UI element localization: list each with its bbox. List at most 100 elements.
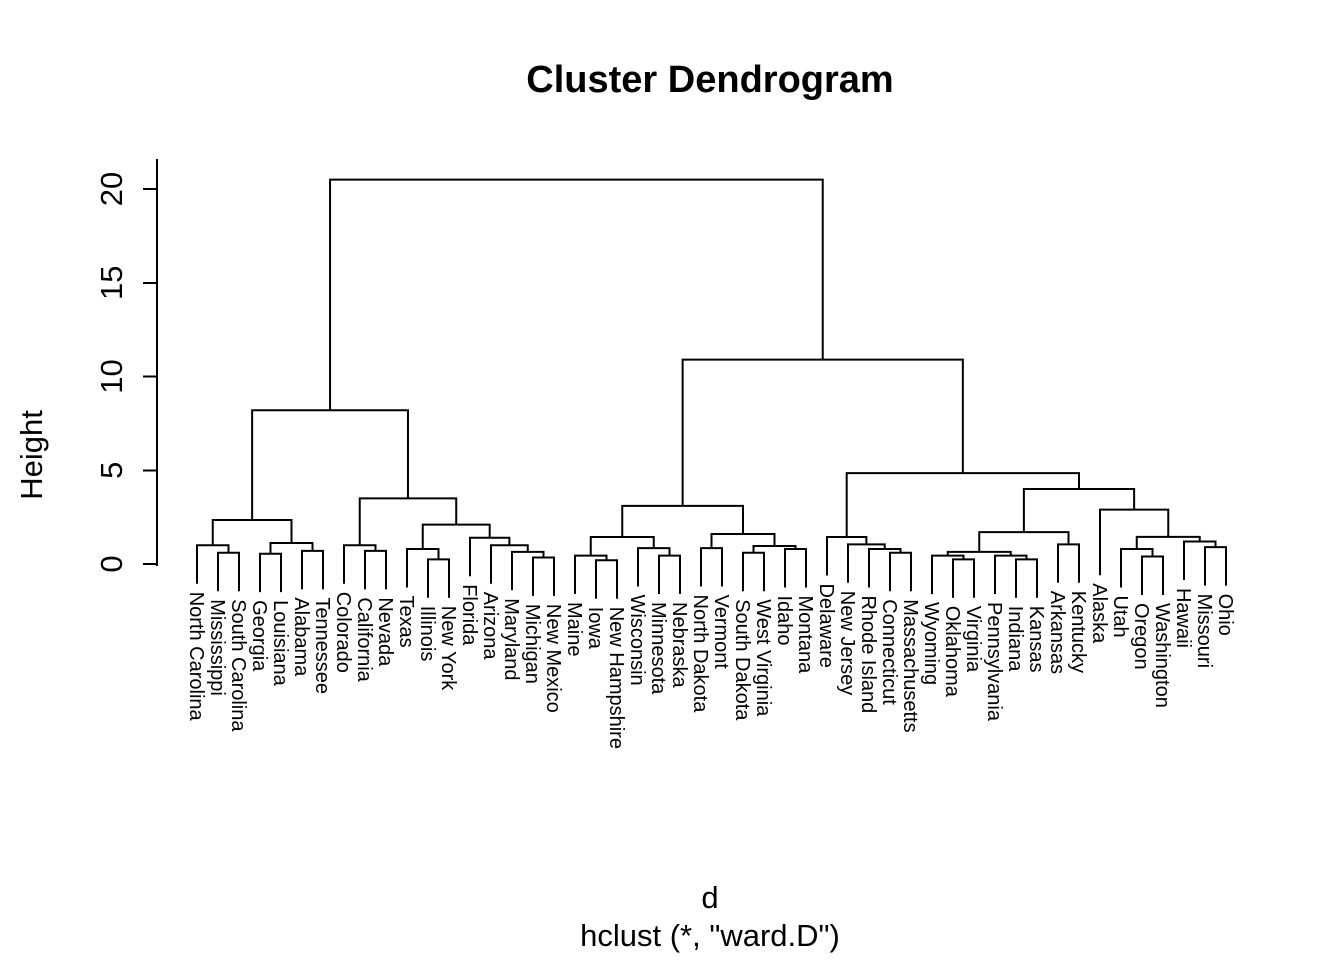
- dendrogram-branch: [889, 551, 912, 592]
- leaf-label: Wisconsin: [626, 595, 648, 686]
- dendrogram-branch: [358, 497, 458, 546]
- leaf-label: Massachusetts: [899, 599, 921, 732]
- dendrogram-branch: [1204, 546, 1227, 586]
- leaf-label: Connecticut: [878, 599, 900, 705]
- leaf-label: Washington: [1151, 603, 1173, 708]
- leaf-label: California: [353, 597, 375, 682]
- chart-title: Cluster Dendrogram: [526, 59, 893, 101]
- leaf-label: Arizona: [479, 592, 501, 661]
- leaf-label: South Carolina: [227, 599, 249, 732]
- leaf-label: New Mexico: [542, 604, 564, 713]
- dendrogram-branch: [589, 536, 655, 556]
- dendrogram-branch: [427, 558, 450, 598]
- dendrogram-branch: [364, 549, 387, 590]
- leaf-label: Montana: [794, 595, 816, 674]
- dendrogram-branch: [269, 542, 314, 554]
- dendrogram-branch: [469, 536, 511, 577]
- dendrogram-branch: [952, 558, 975, 598]
- leaf-label: Maryland: [500, 598, 522, 680]
- leaf-label: Iowa: [584, 607, 606, 650]
- dendrogram-branch: [681, 358, 964, 506]
- x-axis-caption-d: d: [701, 880, 718, 915]
- leaf-label: Kansas: [1025, 606, 1047, 673]
- dendrogram-branch: [511, 550, 545, 591]
- leaf-label: Kentucky: [1067, 591, 1089, 673]
- leaf-label: Florida: [458, 584, 480, 646]
- dendrogram-branch: [259, 552, 282, 593]
- leaf-label: Louisiana: [269, 600, 291, 687]
- leaf-label: Tennessee: [311, 597, 333, 694]
- dendrogram-branch: [217, 551, 240, 592]
- dendrogram-branch: [1099, 508, 1170, 576]
- leaf-label: North Dakota: [689, 595, 711, 714]
- leaf-label: Utah: [1109, 595, 1131, 637]
- dendrogram-branch: [196, 544, 230, 584]
- leaf-label: Wyoming: [920, 602, 942, 685]
- y-tick-label: 15: [94, 266, 129, 300]
- leaf-label: West Virginia: [752, 599, 774, 717]
- leaf-label: Hawaii: [1172, 588, 1194, 648]
- leaf-label: Oregon: [1130, 603, 1152, 670]
- leaf-label: New Hampshire: [605, 607, 627, 749]
- leaf-label: Oklahoma: [941, 606, 963, 698]
- leaf-label: New Jersey: [836, 591, 858, 695]
- dendrogram-branch: [595, 559, 618, 599]
- dendrogram-branch: [1057, 543, 1080, 583]
- leaf-label: Rhode Island: [857, 595, 879, 713]
- dendrogram-branch: [251, 409, 409, 520]
- leaf-label: Colorado: [332, 592, 354, 673]
- leaf-label: Missouri: [1193, 594, 1215, 668]
- leaf-label: Georgia: [248, 600, 270, 672]
- leaf-label: Alaska: [1088, 583, 1110, 644]
- leaf-label: Indiana: [1004, 606, 1026, 672]
- y-tick-label: 0: [94, 555, 129, 572]
- dendrogram-branch: [211, 518, 293, 546]
- leaf-label: Vermont: [710, 595, 732, 670]
- leaf-label: Mississippi: [206, 599, 228, 696]
- dendrogram-branch: [847, 543, 886, 583]
- dendrogram-branch: [946, 550, 1012, 556]
- dendrogram-branch: [868, 548, 902, 588]
- y-tick-label: 10: [94, 359, 129, 393]
- dendrogram-branch: [1015, 558, 1038, 598]
- dendrogram-branch: [532, 556, 555, 596]
- leaf-label: New York: [437, 606, 459, 691]
- y-axis-title: Height: [14, 410, 49, 500]
- dendrogram-branch: [406, 548, 440, 588]
- dendrogram-branch: [1135, 535, 1201, 549]
- dendrogram-branch: [931, 554, 965, 594]
- dendrogram-branch: [1141, 555, 1164, 595]
- leaf-label: South Dakota: [731, 599, 753, 721]
- leaf-label: Alabama: [290, 597, 312, 677]
- dendrogram-branch: [1120, 548, 1154, 588]
- leaf-label: Maine: [563, 602, 585, 656]
- leaf-label: Texas: [395, 595, 417, 647]
- dendrogram-branch: [329, 178, 824, 411]
- leaf-label: Nebraska: [668, 602, 690, 688]
- leaf-label: Arkansas: [1046, 591, 1068, 674]
- dendrogram-branch: [658, 554, 681, 594]
- leaf-label: Idaho: [773, 595, 795, 645]
- x-axis-caption-method: hclust (*, "ward.D"): [580, 918, 840, 953]
- dendrogram-branch: [742, 551, 765, 592]
- dendrogram-branch: [784, 548, 807, 588]
- dendrogram-branch: [845, 472, 1080, 537]
- dendrogram-branch: [700, 547, 723, 587]
- y-tick-label: 5: [94, 462, 129, 479]
- leaf-label: North Carolina: [185, 592, 207, 722]
- leaf-label: Ohio: [1214, 594, 1236, 636]
- leaf-label: Nevada: [374, 597, 396, 667]
- leaf-label: Virginia: [962, 606, 984, 673]
- dendrogram-branch: [994, 554, 1028, 594]
- dendrogram-branch: [574, 554, 608, 594]
- y-tick-label: 20: [94, 172, 129, 206]
- dendrogram-branch: [637, 547, 671, 587]
- leaf-label: Minnesota: [647, 602, 669, 695]
- dendrogram-branch: [978, 531, 1070, 552]
- leaf-label: Illinois: [416, 606, 438, 662]
- dendrogram-branch: [826, 536, 868, 576]
- leaf-label: Pennsylvania: [983, 602, 1005, 722]
